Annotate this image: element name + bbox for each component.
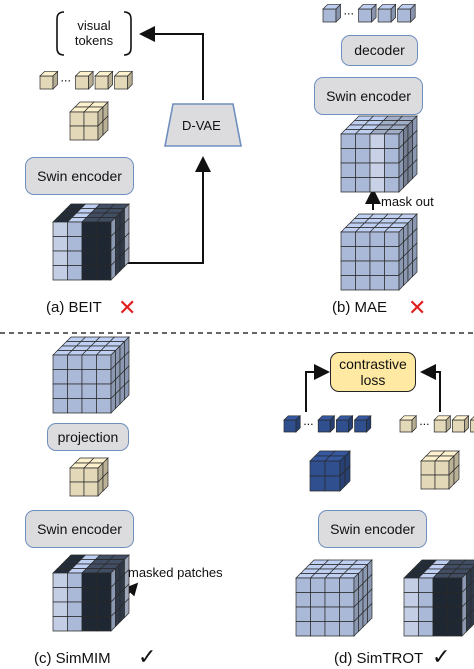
mae-mask-label: mask out: [381, 194, 434, 209]
simtrot-contrastive-loss: contrastive loss: [330, 352, 416, 392]
beit-patch-cube: [69, 101, 109, 141]
beit-token-row: ···: [39, 70, 134, 90]
beit-arrow-to-dvae: [120, 156, 211, 264]
mae-token-row: ···: [322, 3, 417, 23]
mae-swin-encoder: Swin encoder: [314, 77, 423, 115]
beit-token-row-ellipsis: ···: [61, 74, 72, 87]
cubes-layer: ··· ··· ··· ···: [39, 3, 474, 637]
beit-tokens-label: visual tokens: [74, 18, 114, 48]
simtrot-token-row-right: ···: [399, 414, 474, 433]
simtrot-patch-cube-right: [420, 450, 460, 490]
simtrot-check-mark: ✓: [432, 644, 451, 669]
beit-arrow-to-tokens: [139, 26, 204, 100]
simmim-caption: (c) SimMIM: [34, 650, 111, 667]
beit-masked-volume: [52, 203, 130, 281]
simtrot-patch-cube-left: [309, 450, 351, 492]
simtrot-arrow-left: [305, 364, 330, 412]
simmim-projection: projection: [47, 423, 129, 451]
simmim-check-mark: ✓: [138, 644, 157, 669]
simtrot-token-row-right-ellipsis: ···: [419, 418, 430, 431]
simmim-masked-label: masked patches: [128, 565, 223, 580]
tokens-bracket: [56, 11, 132, 56]
simmim-masked-volume: [52, 554, 130, 632]
mae-caption: (b) MAE: [332, 299, 388, 316]
mae-masked-volume: [340, 115, 418, 193]
mae-input-volume: [340, 213, 418, 291]
simtrot-volume-right: [403, 559, 474, 637]
simtrot-arrow-right: [420, 364, 441, 412]
simmim-swin-encoder: Swin encoder: [25, 510, 134, 548]
simtrot-swin-encoder: Swin encoder: [318, 510, 427, 548]
simtrot-token-row-left-ellipsis: ···: [303, 418, 314, 431]
beit-cross-mark: ✕: [118, 295, 137, 320]
beit-dvae-label: D-VAE: [182, 118, 221, 133]
beit-swin-encoder: Swin encoder: [25, 157, 134, 195]
simtrot-volume-left: [295, 559, 373, 637]
simtrot-token-row-left: ···: [283, 414, 372, 433]
simmim-patch-cube: [69, 457, 109, 497]
beit-caption: (a) BEIT: [46, 299, 102, 316]
simtrot-caption: (d) SimTROT: [334, 650, 424, 667]
dvae-trapezoid: [164, 103, 242, 147]
mae-token-row-ellipsis: ···: [344, 7, 355, 20]
mae-decoder: decoder: [341, 35, 418, 66]
mae-cross-mark: ✕: [408, 295, 427, 320]
simmim-output-volume: [52, 336, 130, 414]
